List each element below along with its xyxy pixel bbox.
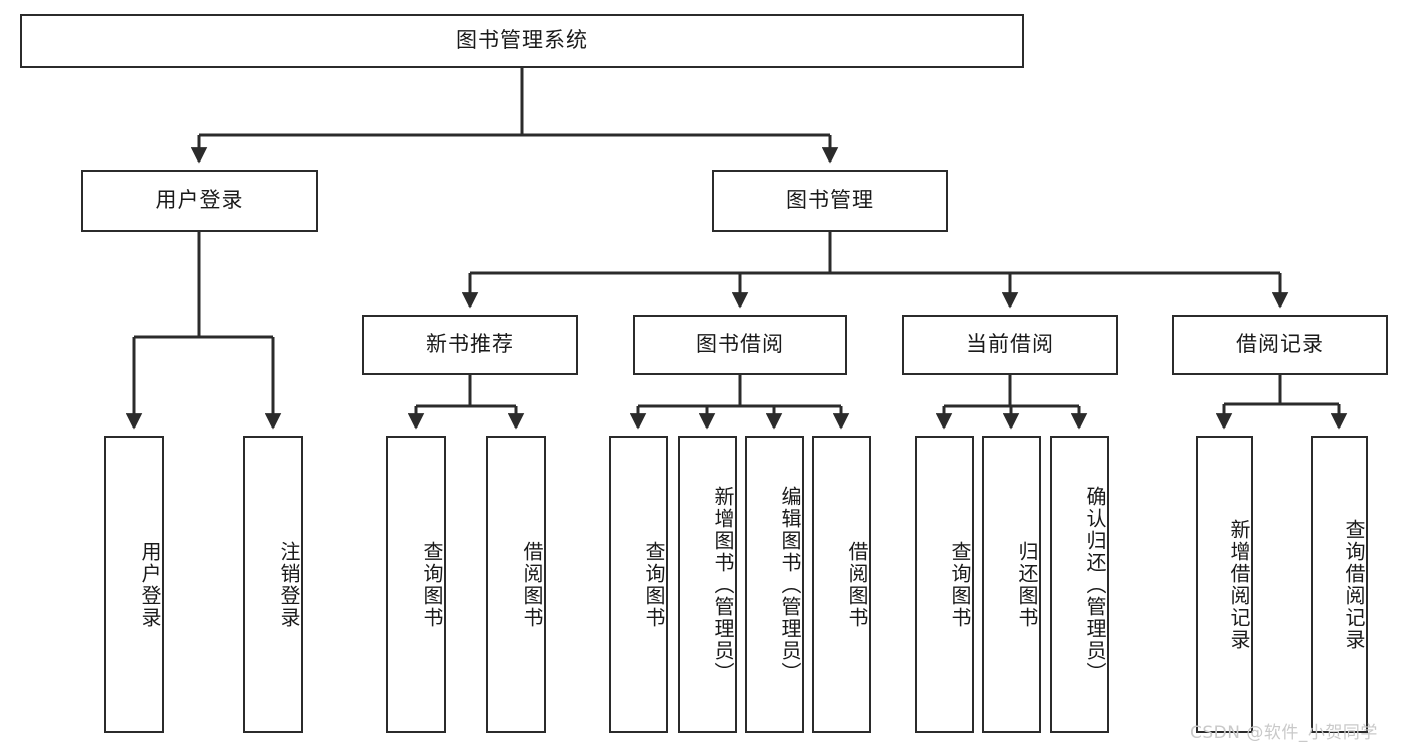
node-new-book-rec-label: 新书推荐 [426,332,514,357]
csdn-watermark: CSDN @软件_小贺同学 [1190,723,1378,743]
node-leaf-borrow-book-label: 借阅图书 [845,540,869,629]
node-user-login-label: 用户登录 [155,188,244,213]
node-book-manage-label: 图书管理 [786,188,874,213]
node-new-book-rec[interactable]: 新书推荐 [362,315,578,375]
node-leaf-user-login-label: 用户登录 [138,540,162,629]
node-leaf-user-login[interactable]: 用户登录 [104,436,164,733]
node-borrow-record-label: 借阅记录 [1236,332,1324,357]
node-book-borrow-label: 图书借阅 [696,332,784,357]
node-leaf-query-book-cur[interactable]: 查询图书 [915,436,974,733]
node-leaf-user-logout[interactable]: 注销登录 [243,436,303,733]
node-user-login[interactable]: 用户登录 [81,170,318,232]
node-current-borrow[interactable]: 当前借阅 [902,315,1118,375]
node-book-manage[interactable]: 图书管理 [712,170,948,232]
node-leaf-return-book[interactable]: 归还图书 [982,436,1041,733]
node-leaf-query-book-rec[interactable]: 查询图书 [386,436,446,733]
node-leaf-add-book[interactable]: 新增图书（管理员） [678,436,737,733]
node-book-borrow[interactable]: 图书借阅 [633,315,847,375]
node-leaf-add-book-label: 新增图书（管理员） [711,485,735,684]
node-leaf-query-record-label: 查询借阅记录 [1342,518,1366,651]
node-leaf-query-record[interactable]: 查询借阅记录 [1311,436,1368,733]
node-root-label: 图书管理系统 [456,28,588,53]
node-leaf-confirm-return[interactable]: 确认归还（管理员） [1050,436,1109,733]
node-leaf-query-book-rec-label: 查询图书 [420,540,444,629]
node-current-borrow-label: 当前借阅 [966,332,1054,357]
node-leaf-query-book-cur-label: 查询图书 [948,540,972,629]
node-leaf-query-book-borrow-label: 查询图书 [642,540,666,629]
node-leaf-confirm-return-label: 确认归还（管理员） [1083,485,1107,684]
node-leaf-borrow-book-rec-label: 借阅图书 [520,540,544,629]
node-leaf-add-record[interactable]: 新增借阅记录 [1196,436,1253,733]
node-root[interactable]: 图书管理系统 [20,14,1024,68]
node-leaf-return-book-label: 归还图书 [1015,540,1039,629]
node-leaf-edit-book[interactable]: 编辑图书（管理员） [745,436,804,733]
node-leaf-edit-book-label: 编辑图书（管理员） [778,485,802,684]
node-leaf-add-record-label: 新增借阅记录 [1227,518,1251,651]
node-leaf-query-book-borrow[interactable]: 查询图书 [609,436,668,733]
node-leaf-user-logout-label: 注销登录 [277,540,301,629]
node-leaf-borrow-book-rec[interactable]: 借阅图书 [486,436,546,733]
node-leaf-borrow-book[interactable]: 借阅图书 [812,436,871,733]
node-borrow-record[interactable]: 借阅记录 [1172,315,1388,375]
